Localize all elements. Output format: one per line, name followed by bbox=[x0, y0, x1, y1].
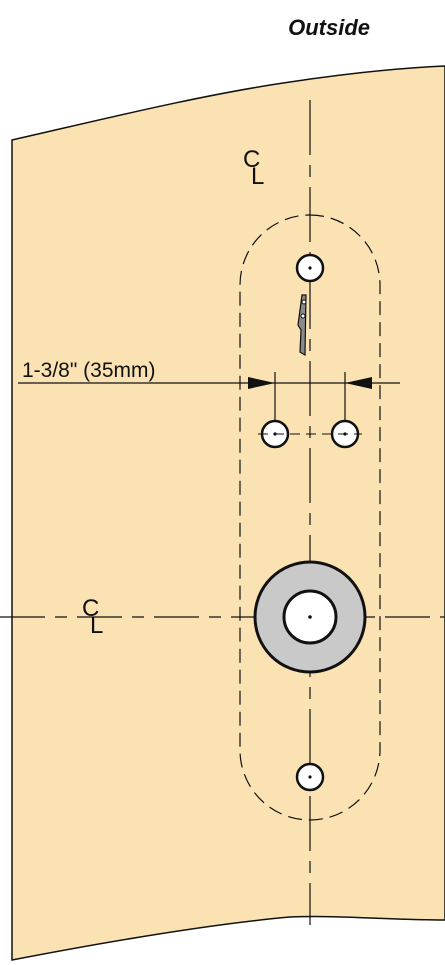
centerline-symbol-vertical: C L bbox=[243, 146, 264, 190]
dimension-label: 1-3/8" (35mm) bbox=[22, 359, 156, 382]
dimension-arrow-right bbox=[345, 377, 372, 389]
centerline-symbol-horizontal: C L bbox=[82, 595, 103, 639]
outside-heading: Outside bbox=[288, 15, 370, 40]
dimension-arrow-left bbox=[248, 377, 275, 389]
centerline-symbol-horizontal-c: C bbox=[82, 595, 99, 622]
top-screw-hole bbox=[295, 253, 325, 283]
centerline-symbol-vertical-c: C bbox=[243, 146, 260, 173]
spacing-dimension: 1-3/8" (35mm) bbox=[18, 359, 400, 420]
centerline-symbol-horizontal-l: L bbox=[90, 612, 103, 639]
door-panel bbox=[11, 65, 445, 961]
main-bore bbox=[253, 560, 367, 674]
escutcheon-outline bbox=[239, 214, 381, 821]
centerline-symbol-vertical-l: L bbox=[251, 163, 264, 190]
latch-detail bbox=[297, 294, 307, 357]
bottom-screw-hole bbox=[295, 762, 325, 792]
